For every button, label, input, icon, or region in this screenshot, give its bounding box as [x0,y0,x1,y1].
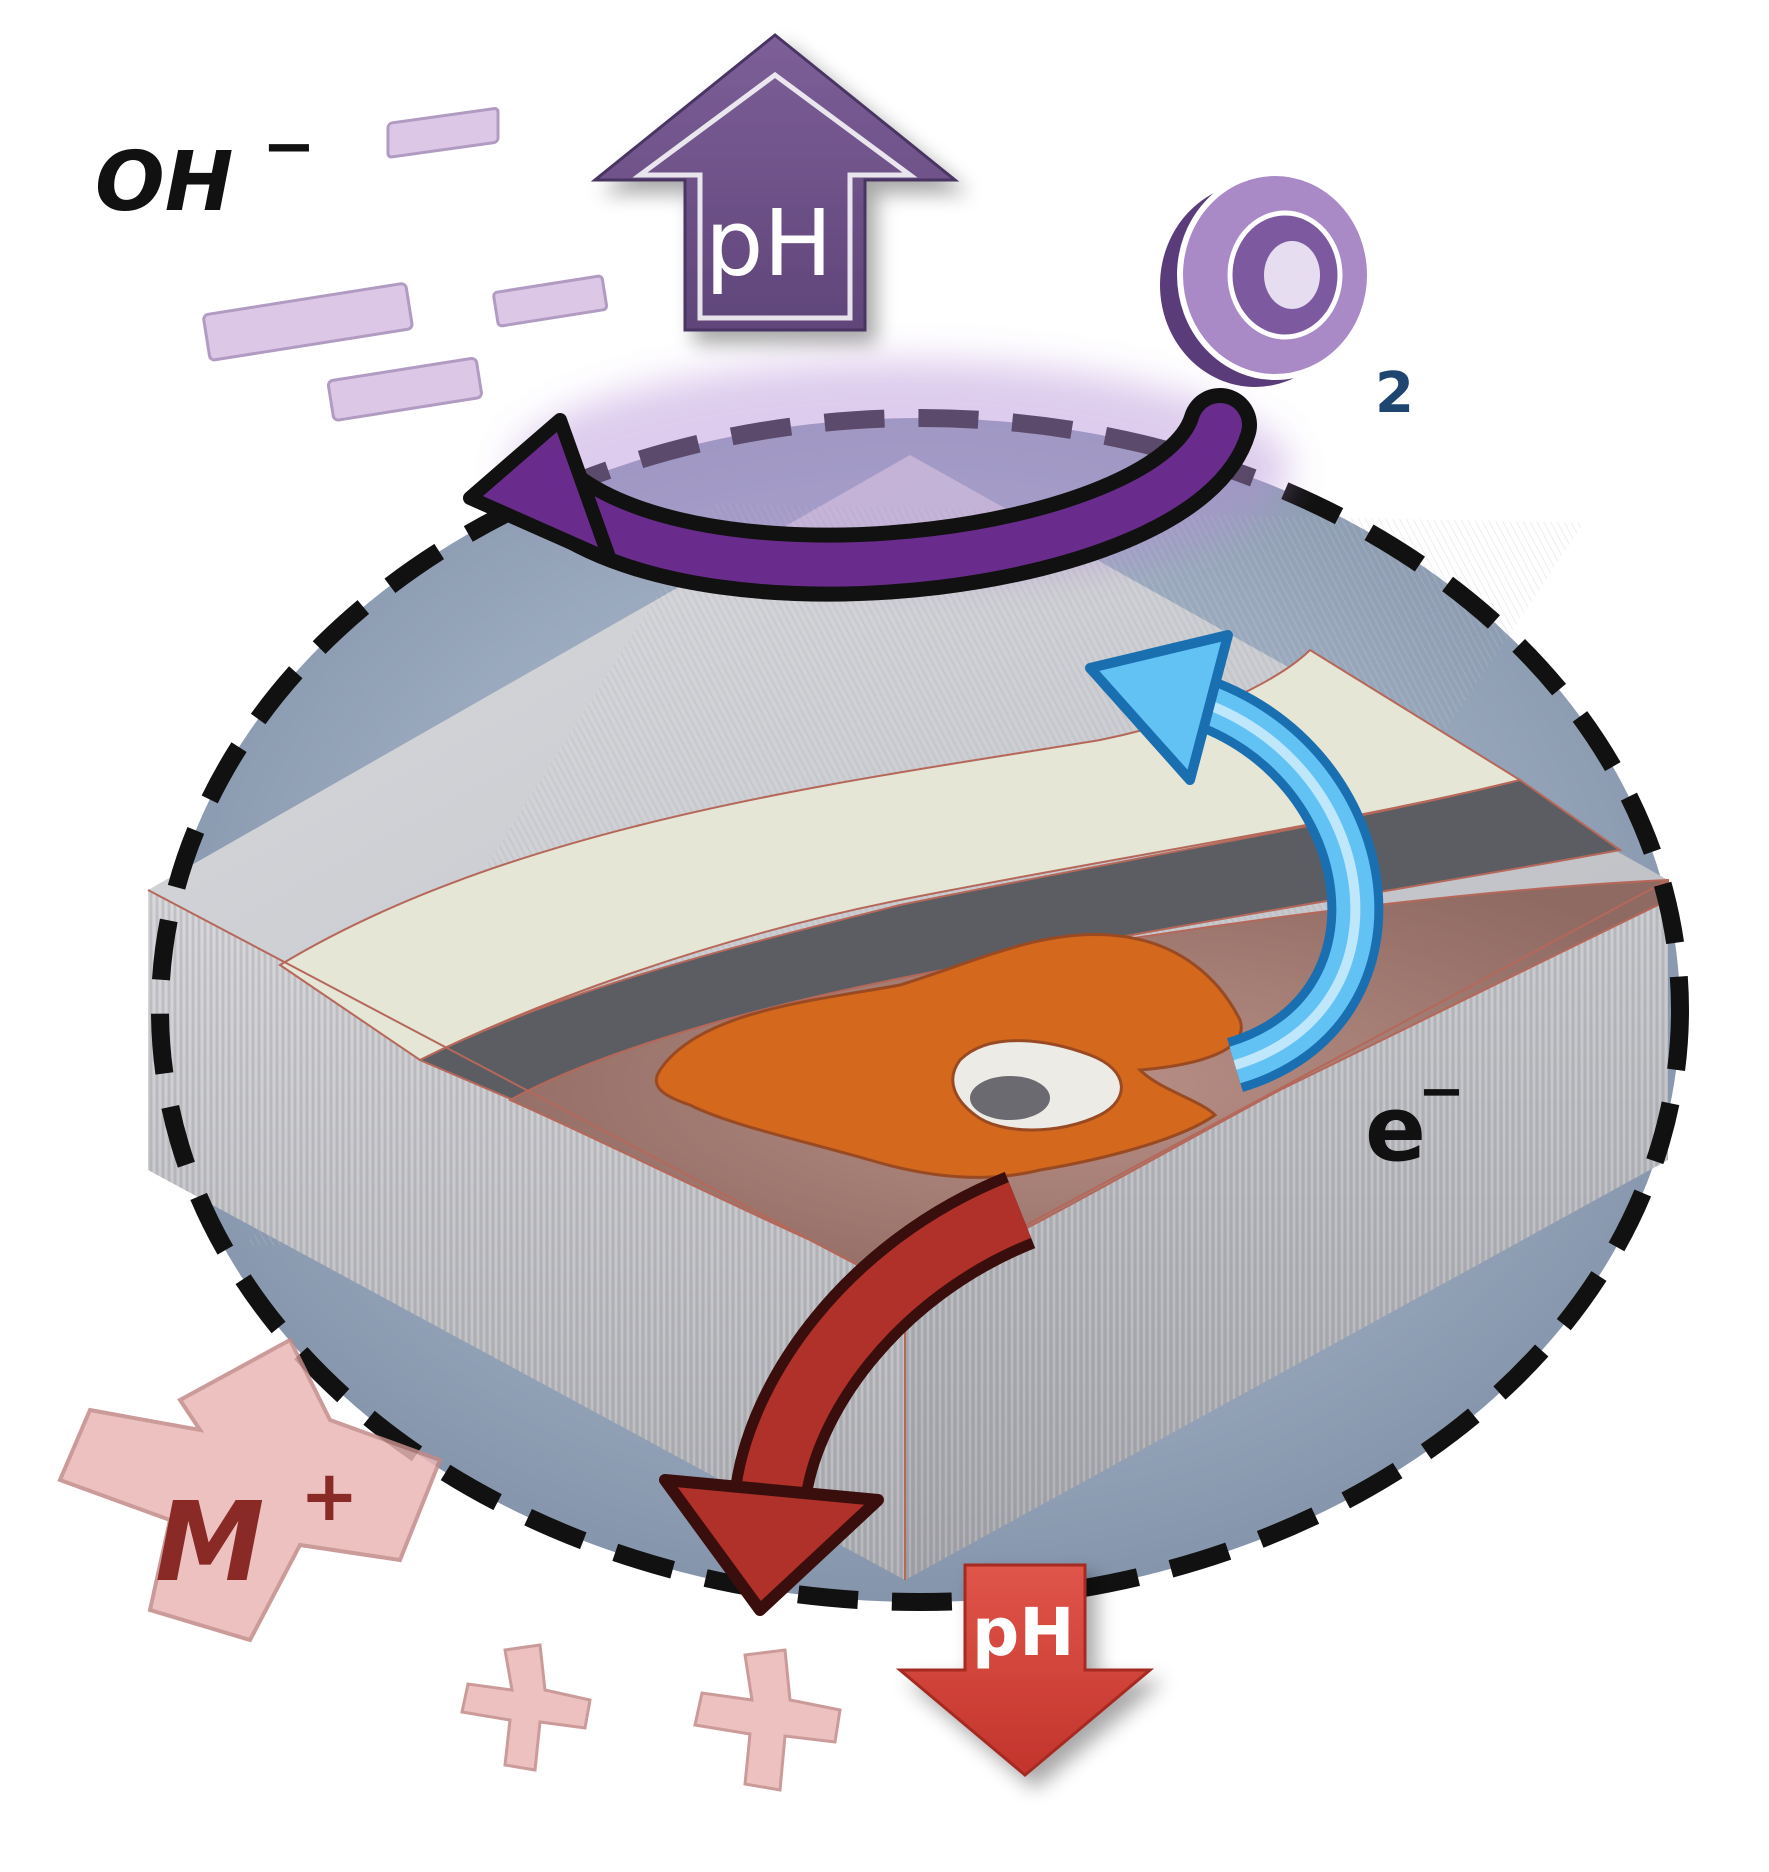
metal-ion-charge: + [300,1455,359,1537]
metal-block [147,455,1669,1580]
metal-ion-label: M [155,1478,264,1606]
hydroxide-charge: − [262,110,316,184]
hydroxide-label: OH [95,135,233,230]
electron-label: e [1365,1077,1426,1182]
ph-down-label: pH [972,1594,1074,1671]
plus-sign-3d-icon [460,1643,842,1792]
down-arrow-icon [895,1563,1155,1777]
curved-arrow-purple-icon [463,388,1257,602]
plus-sign-3d-icon [57,1337,443,1643]
pit-hole [970,1076,1050,1120]
curved-arrow-red-icon [659,1171,1036,1616]
minus-sign-3d-icon [202,107,609,422]
o-ring-3d-icon [1160,170,1373,387]
curved-arrow-blue-icon [1085,630,1384,1092]
electron-charge: − [1418,1059,1465,1124]
ph-up-label: pH [705,190,833,297]
oxygen-subscript: 2 [1375,361,1414,426]
up-arrow-icon [590,33,960,332]
